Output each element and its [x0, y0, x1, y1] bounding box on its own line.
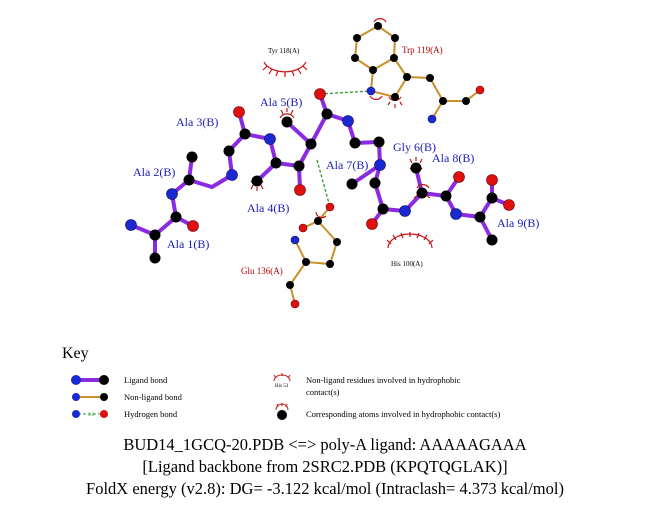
key-hbond-label: Hydrogen bond	[124, 409, 178, 419]
label-ala3: Ala 3(B)	[176, 115, 218, 129]
key-corresponding-atoms-label: Corresponding atoms involved in hydropho…	[306, 409, 500, 419]
label-tyr118: Tyr 118(A)	[268, 47, 300, 55]
hydrogen-bonds	[316, 90, 372, 208]
label-trp119: Trp 119(A)	[402, 45, 443, 55]
key-legend: Key Ligand bond Non-ligand bond 3.0 Hydr…	[62, 345, 500, 420]
key-nonligand-bond-sample	[72, 393, 108, 401]
caption-line-2: [Ligand backbone from 2SRC2.PDB (KPQTQGL…	[142, 457, 507, 476]
key-hbond-sample: 3.0	[72, 410, 108, 418]
label-ala7: Ala 7(B)	[326, 158, 368, 172]
caption-line-1: BUD14_1GCQ-20.PDB <=> poly-A ligand: AAA…	[123, 435, 526, 454]
caption-line-3: FoldX energy (v2.8): DG= -3.122 kcal/mol…	[86, 479, 564, 498]
label-ala2: Ala 2(B)	[133, 165, 175, 179]
atoms	[125, 22, 515, 309]
key-corresponding-atom-sample	[275, 403, 289, 420]
key-hbond-length: 3.0	[88, 413, 95, 418]
label-ala8: Ala 8(B)	[432, 151, 474, 165]
key-nonligand-bond-label: Non-ligand bond	[124, 392, 183, 402]
key-ligand-bond-label: Ligand bond	[124, 375, 168, 385]
label-gly6: Gly 6(B)	[393, 140, 436, 154]
label-ala4: Ala 4(B)	[247, 201, 289, 215]
label-glu136: Glu 136(A)	[241, 266, 283, 276]
caption: BUD14_1GCQ-20.PDB <=> poly-A ligand: AAA…	[86, 435, 564, 498]
key-ligand-bond-sample	[71, 375, 109, 385]
label-ala1: Ala 1(B)	[167, 237, 209, 251]
residue-labels: Ala 1(B) Ala 2(B) Ala 3(B) Ala 4(B) Ala …	[133, 45, 539, 276]
key-sample-residue: His 53	[275, 384, 289, 389]
label-ala5: Ala 5(B)	[260, 95, 302, 109]
key-hydrophobic-residue-label-2: contact(s)	[306, 387, 340, 397]
key-hydrophobic-residue-label-1: Non-ligand residues involved in hydropho…	[306, 375, 461, 385]
key-hydrophobic-residue-sample: His 53	[273, 373, 291, 389]
label-his100: His 100(A)	[391, 260, 423, 268]
key-title: Key	[62, 345, 89, 362]
label-ala9: Ala 9(B)	[497, 216, 539, 230]
